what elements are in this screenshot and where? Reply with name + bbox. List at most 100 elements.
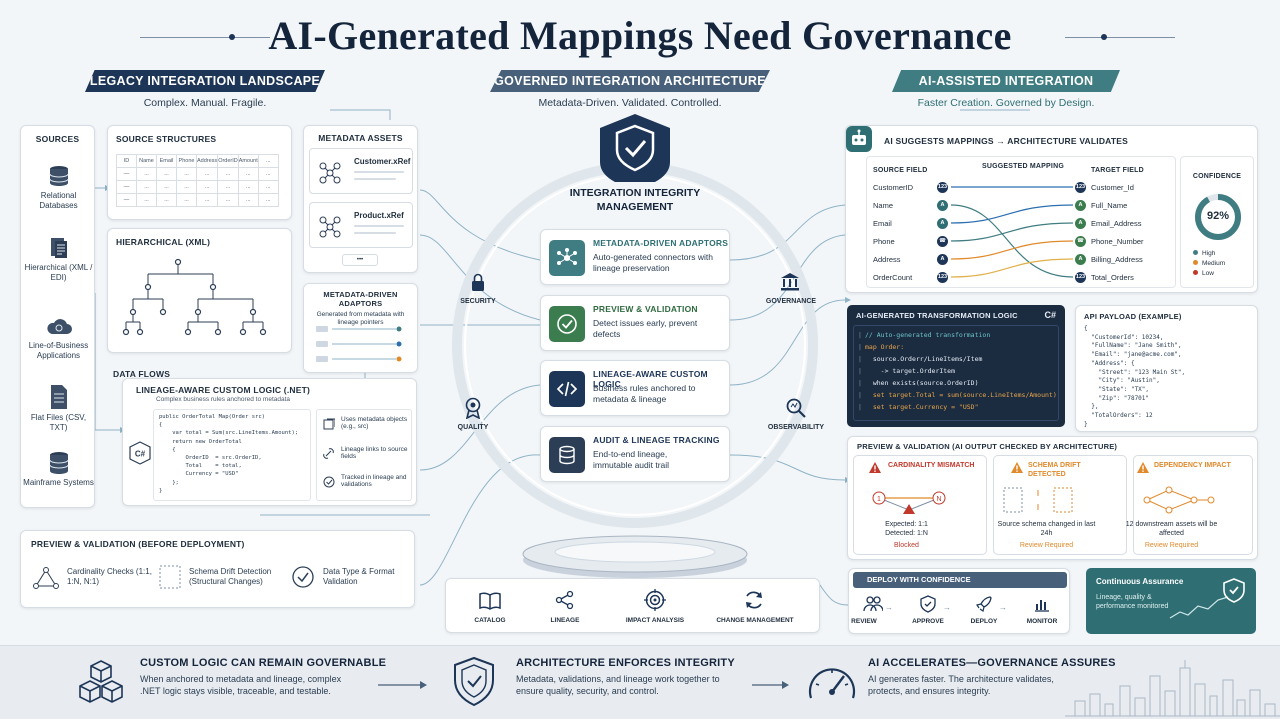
type-number-icon: 123 xyxy=(937,182,948,193)
json-line: }, xyxy=(1084,403,1099,411)
shield-check-icon xyxy=(920,595,936,613)
type-text-icon: A xyxy=(1075,200,1086,211)
alert-desc: Source schema changed in last 24h xyxy=(997,521,1096,538)
json-line: "Street": "123 Main St", xyxy=(1084,368,1186,376)
target-field: Phone_Number xyxy=(1091,237,1144,246)
table-cell: — xyxy=(116,193,137,207)
alert-title: CARDINALITY MISMATCH xyxy=(888,462,975,469)
magnifier-icon xyxy=(786,398,806,418)
deploy-step: MONITOR xyxy=(1026,618,1058,625)
mapping-table: SOURCE FIELD SUGGESTED MAPPING TARGET FI… xyxy=(866,156,1176,288)
arrow-icon xyxy=(752,681,789,689)
dependency-impact-card[interactable]: DEPENDENCY IMPACT 12 downstream assets w… xyxy=(1126,455,1253,555)
suggest-title: AI SUGGESTS MAPPINGS → ARCHITECTURE VALI… xyxy=(884,136,1129,146)
middle-custom-logic-box[interactable]: LINEAGE-AWARE CUSTOM LOGIC Business rule… xyxy=(540,360,730,416)
column-header: Address xyxy=(195,154,219,168)
arrow-icon: → xyxy=(943,603,951,612)
table-cell: ... xyxy=(176,193,197,207)
source-label: Line-of-Business Applications xyxy=(28,341,89,360)
csharp-label: C# xyxy=(1044,310,1056,320)
line-numbers: ||||||| xyxy=(858,329,862,413)
warning-icon xyxy=(869,462,881,473)
footer-title: ARCHITECTURE ENFORCES INTEGRITY xyxy=(516,657,735,669)
source-field: Phone xyxy=(873,237,895,246)
legend-dot xyxy=(1193,260,1198,265)
line-number-mark: | xyxy=(858,403,862,411)
shield-badge xyxy=(600,114,670,182)
ai-checks-title: PREVIEW & VALIDATION (AI OUTPUT CHECKED … xyxy=(857,442,1118,451)
middle-preview-box[interactable]: PREVIEW & VALIDATION Detect issues early… xyxy=(540,295,730,351)
type-text-icon: A xyxy=(937,218,948,229)
json-line: "TotalOrders": 12 xyxy=(1084,412,1153,420)
table-cell: ... xyxy=(195,193,219,207)
confidence-arc xyxy=(1195,194,1241,240)
middle-adaptors-box[interactable]: METADATA-DRIVEN ADAPTORS Auto-generated … xyxy=(540,229,730,285)
code-line: Total = total, xyxy=(159,463,242,470)
note-text: Tracked in lineage and validations xyxy=(341,474,407,488)
legend-dot xyxy=(1193,270,1198,275)
check-circle-icon xyxy=(292,566,314,588)
footer-bar: CUSTOM LOGIC CAN REMAIN GOVERNABLE When … xyxy=(0,645,1280,719)
target-field: Customer_Id xyxy=(1091,183,1134,192)
schema-drift-diagram xyxy=(1003,487,1073,513)
schema-drift-card[interactable]: SCHEMA DRIFT DETECTED Source schema chan… xyxy=(993,455,1127,555)
governed-subheading: Metadata-Driven. Validated. Controlled. xyxy=(538,97,722,109)
assurance-title: Continuous Assurance xyxy=(1096,577,1184,586)
alert-title: DEPENDENCY IMPACT xyxy=(1154,462,1231,469)
type-text-icon: A xyxy=(1075,218,1086,229)
preview-item: Data Type & Format Validation xyxy=(323,567,395,586)
preview-before-title: PREVIEW & VALIDATION (BEFORE DEPLOYMENT) xyxy=(31,539,245,549)
preview-before-panel: PREVIEW & VALIDATION (BEFORE DEPLOYMENT)… xyxy=(20,530,415,608)
table-cell: ... xyxy=(195,180,219,194)
suggested-mapping-head: SUGGESTED MAPPING xyxy=(982,163,1064,170)
deploy-step: DEPLOY xyxy=(970,618,998,625)
type-number-icon: 123 xyxy=(1075,272,1086,283)
line-number-mark: | xyxy=(858,355,862,363)
sources-panel: SOURCES Relational Databases Hierarchica… xyxy=(20,125,95,508)
shield-check-icon xyxy=(1223,578,1245,603)
middle-audit-box[interactable]: AUDIT & LINEAGE TRACKING End-to-end line… xyxy=(540,426,730,482)
governance-label: GOVERNANCE xyxy=(765,298,817,305)
table-cell: ... xyxy=(136,167,157,181)
source-mainframe: Mainframe Systems xyxy=(21,451,96,488)
alert-title: SCHEMA DRIFT DETECTED xyxy=(1028,462,1081,478)
confidence-card: CONFIDENCE 92% High Medium Low xyxy=(1180,156,1254,288)
arrow-icon: → xyxy=(885,603,893,612)
quality-medal-icon xyxy=(465,397,481,419)
middle-box-title: AUDIT & LINEAGE TRACKING xyxy=(593,435,720,445)
capabilities-bar xyxy=(445,578,820,633)
schema-drift-icon xyxy=(159,565,181,589)
cloud-icon xyxy=(46,319,72,334)
type-number-icon: 123 xyxy=(1075,182,1086,193)
security-label: SECURITY xyxy=(460,298,496,305)
document-icon xyxy=(50,238,67,258)
column-header: ID xyxy=(116,154,137,168)
target-field: Email_Address xyxy=(1091,219,1142,228)
graph-icon xyxy=(319,162,341,184)
impact-analysis-label: IMPACT ANALYSIS xyxy=(625,617,685,624)
suggested-mappings-panel: AI SUGGESTS MAPPINGS → ARCHITECTURE VALI… xyxy=(845,125,1258,293)
custom-logic-title: LINEAGE-AWARE CUSTOM LOGIC (.NET) xyxy=(135,385,311,395)
code-line: } xyxy=(159,487,163,494)
metadata-asset-card[interactable]: Customer.xRef xyxy=(309,148,413,194)
table-cell: ... xyxy=(176,180,197,194)
json-line: "Zip": "78701" xyxy=(1084,394,1150,402)
legacy-heading: LEGACY INTEGRATION LANDSCAPE xyxy=(85,70,325,92)
more-assets-button[interactable]: ••• xyxy=(342,254,378,266)
metadata-assets-title: METADATA ASSETS xyxy=(318,133,403,143)
book-icon xyxy=(479,592,501,610)
hub-title: INTEGRATION INTEGRITY MANAGEMENT xyxy=(569,187,701,213)
alert-status: Blocked xyxy=(894,542,919,549)
metadata-asset-card[interactable]: Product.xRef xyxy=(309,202,413,248)
code-line: // Auto-generated transformation xyxy=(865,331,991,339)
source-label: Flat Files (CSV, TXT) xyxy=(30,413,87,432)
table-cell: ... xyxy=(237,193,259,207)
note-text: Uses metadata objects (e.g., src) xyxy=(341,416,408,430)
title-rule-right xyxy=(1065,37,1175,38)
custom-logic-panel: LINEAGE-AWARE CUSTOM LOGIC (.NET) Comple… xyxy=(122,378,417,506)
metadata-asset-label: Product.xRef xyxy=(354,211,404,220)
table-cell: ... xyxy=(217,193,239,207)
confidence-value: 92% xyxy=(1206,210,1230,222)
